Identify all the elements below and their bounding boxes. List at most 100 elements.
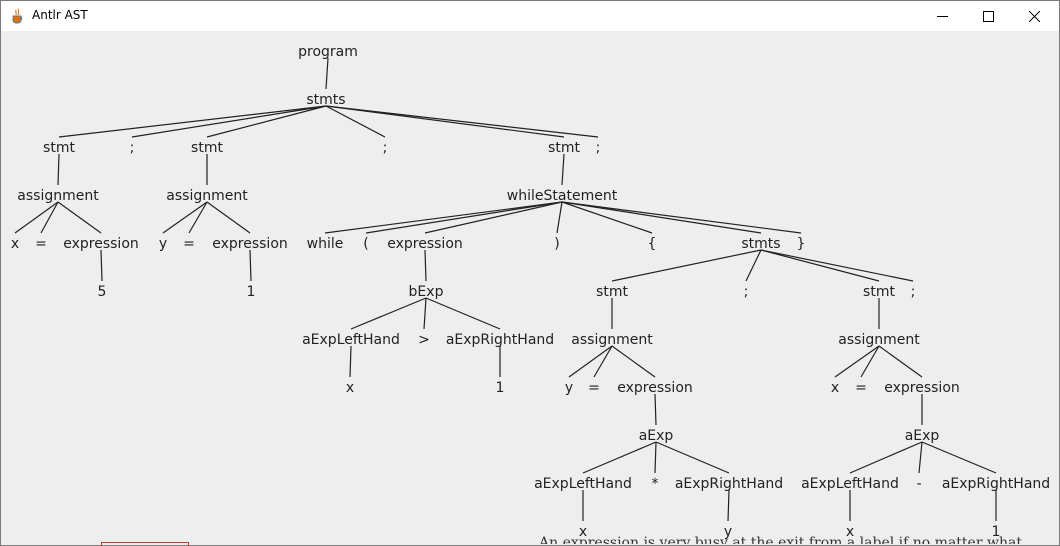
tree-edge	[611, 345, 656, 378]
tree-node-label: stmt	[596, 284, 628, 300]
tree-node-label: assignment	[166, 188, 248, 204]
tree-node-label: aExpRightHand	[446, 332, 554, 348]
tree-node-label: aExpRightHand	[675, 476, 783, 492]
tree-node-label: expression	[387, 236, 463, 252]
tree-node-label: x	[11, 236, 19, 252]
close-icon	[1028, 10, 1040, 22]
tree-node-label: assignment	[838, 332, 920, 348]
tree-edge	[350, 297, 427, 330]
title-bar[interactable]: Antlr AST	[1, 1, 1059, 31]
tree-edge	[325, 105, 599, 138]
window-title: Antlr AST	[32, 8, 88, 22]
tree-edge	[760, 249, 880, 282]
maximize-button[interactable]	[965, 1, 1011, 31]
tree-edge	[206, 105, 327, 138]
tree-edge	[14, 201, 59, 234]
tree-edge	[611, 249, 762, 282]
tree-edge	[561, 153, 565, 186]
tree-edge	[188, 201, 208, 234]
tree-node-label: aExpLeftHand	[302, 332, 400, 348]
tree-node-label: =	[183, 236, 195, 252]
tree-node-label: x	[579, 524, 587, 540]
tree-node-label: aExpLeftHand	[801, 476, 899, 492]
background-red-outline	[101, 542, 189, 546]
tree-node-label: 1	[496, 380, 505, 396]
close-button[interactable]	[1011, 1, 1057, 31]
tree-node-label: 1	[247, 284, 256, 300]
tree-node-label: 1	[992, 524, 1001, 540]
tree-edge	[654, 441, 657, 474]
tree-node-label: 5	[98, 284, 107, 300]
tree-edge	[556, 201, 563, 234]
tree-node-label: ;	[383, 140, 388, 156]
ast-canvas: program stmts stmt; stmt; stmt; assignment x = e…	[1, 31, 1059, 545]
tree-edge	[654, 393, 657, 426]
tree-edge	[100, 249, 103, 282]
tree-node-label: while	[307, 236, 344, 252]
tree-node-label: aExpLeftHand	[534, 476, 632, 492]
tree-node-label: program	[298, 44, 358, 60]
tree-node-label: expression	[884, 380, 960, 396]
tree-node-label: =	[855, 380, 867, 396]
tree-node-label: aExp	[905, 428, 940, 444]
tree-node-label: y	[724, 524, 732, 540]
tree-edge	[561, 201, 653, 234]
tree-node-label: x	[831, 380, 839, 396]
tree-edge	[849, 441, 923, 474]
tree-edge	[162, 201, 208, 234]
minimize-button[interactable]	[919, 1, 965, 31]
tree-node-label: aExpRightHand	[942, 476, 1050, 492]
tree-node-label: bExp	[409, 284, 444, 300]
tree-node-label: expression	[617, 380, 693, 396]
tree-node-label: aExp	[639, 428, 674, 444]
background-document-text: An expression is very busy at the exit f…	[539, 535, 1022, 544]
tree-node-label: expression	[63, 236, 139, 252]
tree-edge	[745, 249, 762, 282]
tree-edge	[921, 441, 997, 474]
tree-edge	[582, 441, 657, 474]
tree-node-label: >	[418, 332, 430, 348]
tree-node-label: stmt	[863, 284, 895, 300]
tree-edge	[349, 345, 352, 378]
tree-node-label: stmt	[43, 140, 75, 156]
tree-node-label: stmt	[548, 140, 580, 156]
ast-tree: program stmts stmt; stmt; stmt; assignment x = e…	[11, 44, 1050, 540]
tree-node-label: =	[588, 380, 600, 396]
tree-edge	[568, 345, 613, 378]
tree-node-label: whileStatement	[507, 188, 618, 204]
tree-edge	[918, 441, 923, 474]
tree-edge	[40, 201, 59, 234]
tree-node-label: ;	[596, 140, 601, 156]
tree-edge	[365, 201, 563, 234]
tree-edge	[424, 201, 563, 234]
tree-edge	[878, 345, 923, 378]
java-coffee-icon	[10, 8, 26, 24]
tree-node-label: {	[648, 236, 657, 252]
tree-edge	[324, 201, 563, 234]
tree-node-label: ;	[744, 284, 749, 300]
tree-edge	[58, 105, 327, 138]
tree-edge	[423, 297, 427, 330]
tree-edge	[424, 249, 427, 282]
tree-node-label: }	[797, 236, 806, 252]
tree-node-label: x	[846, 524, 854, 540]
minimize-icon	[936, 11, 948, 22]
tree-node-label: (	[363, 236, 368, 252]
tree-node-label: assignment	[571, 332, 653, 348]
tree-node-label: assignment	[17, 188, 99, 204]
tree-node-label: =	[35, 236, 47, 252]
tree-edge	[57, 153, 60, 186]
tree-node-label: y	[565, 380, 573, 396]
tree-edge	[860, 345, 880, 378]
tree-edge	[655, 441, 730, 474]
tree-edge	[325, 105, 565, 138]
tree-node-label: x	[346, 380, 354, 396]
tree-node-label: stmt	[191, 140, 223, 156]
tree-node-label: stmts	[306, 92, 345, 108]
tree-edge	[760, 249, 914, 282]
tree-node-label: *	[652, 476, 659, 492]
tree-node-label: stmts	[741, 236, 780, 252]
tree-node-label: ;	[130, 140, 135, 156]
maximize-icon	[982, 10, 994, 22]
